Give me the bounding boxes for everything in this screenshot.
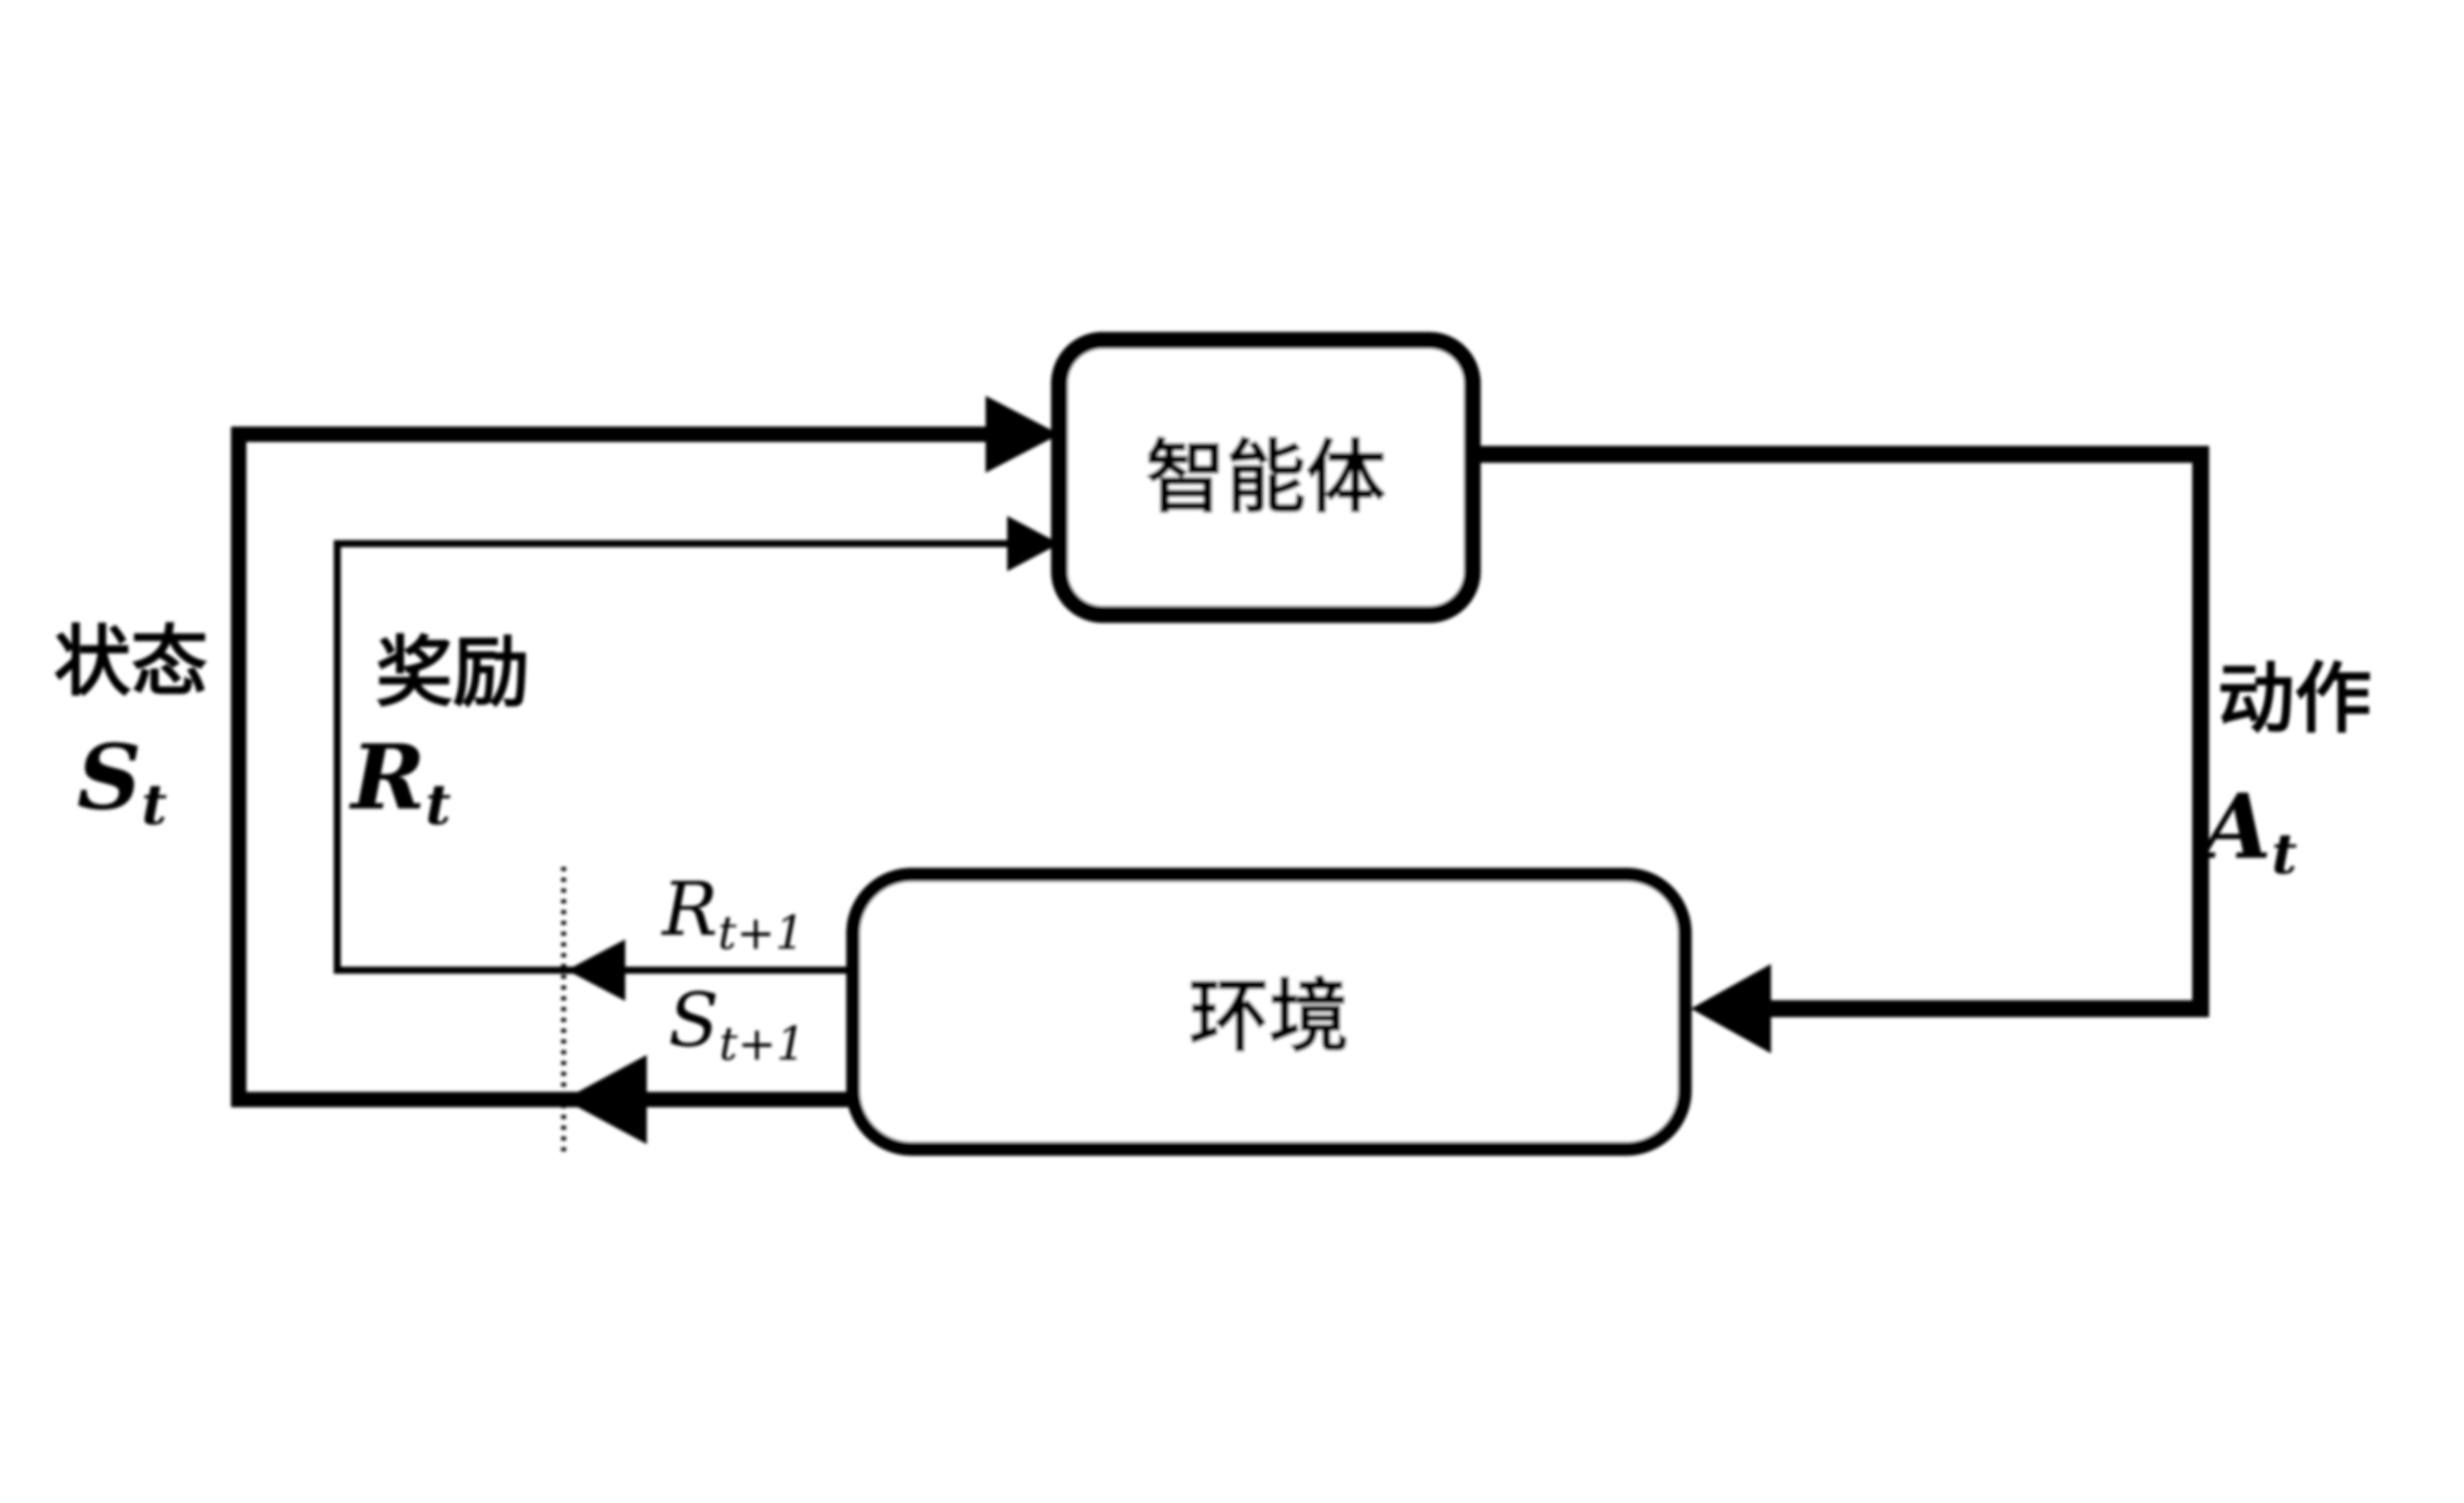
state-symbol-main: S	[77, 725, 141, 830]
state-symbol: St	[77, 725, 167, 837]
next-state-arrowhead-icon	[563, 1055, 647, 1144]
action-into-environment-arrowhead-icon	[1691, 964, 1771, 1054]
state-label: 状态	[54, 620, 208, 705]
next-state-symbol-main: S	[668, 978, 719, 1063]
next-reward-arrowhead-icon	[567, 939, 625, 1001]
next-reward-symbol-subscript: t+1	[718, 906, 805, 960]
environment-label: 环境	[1189, 973, 1349, 1062]
action-symbol-subscript: t	[2271, 821, 2297, 887]
action-path	[1472, 445, 2209, 1018]
reward-symbol-main: R	[349, 725, 426, 830]
state-into-agent-arrowhead-icon	[986, 396, 1060, 473]
state-feedback-path	[231, 426, 992, 1107]
reward-into-agent-arrowhead-icon	[1007, 515, 1060, 572]
agent-label: 智能体	[1146, 434, 1386, 523]
reward-symbol-subscript: t	[425, 772, 451, 837]
agent-box	[1051, 332, 1481, 623]
environment-node: 环境	[846, 867, 1692, 1156]
next-reward-symbol-main: R	[661, 867, 718, 953]
next-state-symbol: St+1	[668, 978, 806, 1071]
environment-box	[846, 867, 1692, 1156]
next-reward-symbol: Rt+1	[661, 867, 805, 960]
action-symbol-main: A	[2195, 774, 2272, 879]
agent-node: 智能体	[1051, 332, 1481, 623]
reward-label: 奖励	[376, 631, 530, 716]
action-label: 动作	[2218, 657, 2372, 742]
state-symbol-subscript: t	[141, 772, 167, 837]
next-state-symbol-subscript: t+1	[719, 1017, 806, 1071]
action-symbol: At	[2195, 774, 2297, 887]
reward-symbol: Rt	[349, 725, 451, 837]
